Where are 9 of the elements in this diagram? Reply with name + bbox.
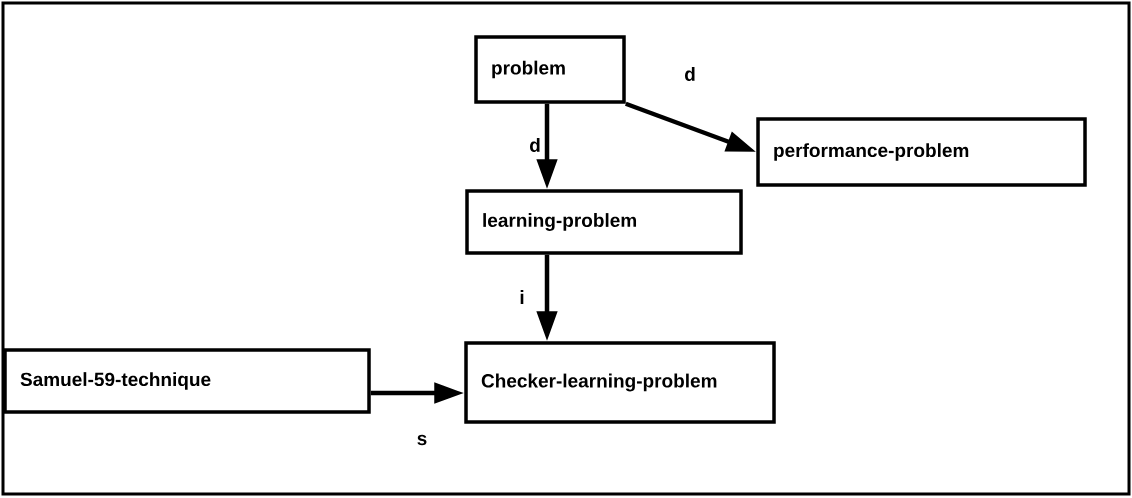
- edge-label: d: [683, 66, 697, 82]
- concept-box: performance-problem: [756, 117, 1087, 187]
- edge-label: i: [518, 289, 526, 305]
- concept-box: Samuel-59-technique: [3, 348, 371, 414]
- edge-label: s: [415, 433, 429, 447]
- edge-label: d: [528, 137, 542, 153]
- concept-box: learning-problem: [465, 189, 743, 255]
- concept-box: problem: [474, 35, 626, 104]
- concept-box: Checker-learning-problem: [464, 341, 776, 424]
